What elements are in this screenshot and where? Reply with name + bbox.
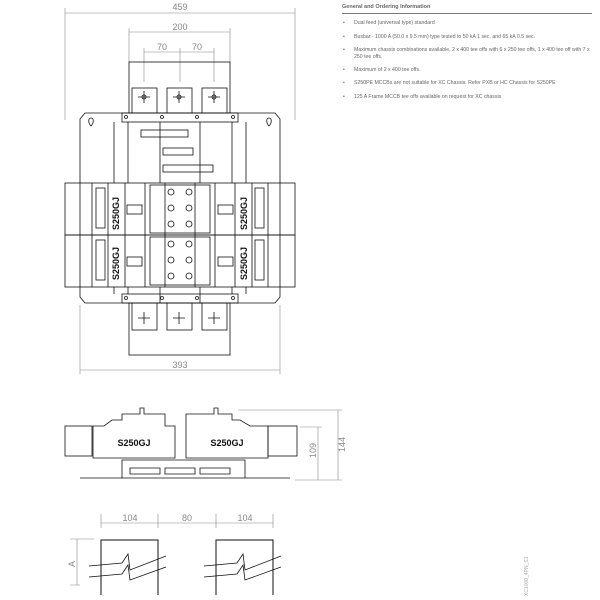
chassis-rails: [113, 122, 247, 303]
side-breaker-2: [185, 407, 269, 459]
info-item: Dual feed (universal type) standard: [342, 20, 592, 27]
busbar-top: [121, 112, 239, 123]
top-terminals: [131, 87, 228, 114]
info-item: Maximum chassis combinations available, …: [342, 47, 592, 60]
breaker-label: S250GJ: [111, 247, 121, 280]
info-item: Maximum of 2 x 400 tee offs.: [342, 67, 592, 74]
bottom-terminal-cover: [128, 302, 231, 356]
info-item: Busbar - 1000 A (50.0 x 9.5 mm) type tes…: [342, 34, 592, 41]
plan-view: 459 200 70 70 393: [64, 2, 296, 374]
right-end-block: [267, 425, 298, 457]
info-item: 125 A Frame MCCB tee offs available on r…: [342, 94, 592, 101]
breaker-label: S250GJ: [239, 197, 249, 230]
side-dimensions: [238, 409, 342, 481]
breaker-label: S250GJ: [111, 197, 121, 230]
left-end-block: [64, 425, 93, 457]
phase-links: [140, 129, 214, 173]
info-heading: General and Ordering Information: [342, 4, 592, 15]
cutout-dimensions: [70, 514, 274, 586]
cutout-view: 104 80 104 A: [67, 513, 282, 595]
side-breaker-label: S250GJ: [210, 438, 243, 448]
chassis-panel: [79, 112, 281, 304]
busbar-bolts: [124, 115, 235, 300]
dim-height-breaker: 109: [308, 443, 318, 458]
dim-pitch-2: 70: [192, 42, 202, 52]
drawing-reference: XC1000_4PN_S1: [524, 556, 530, 596]
dim-gap: 80: [182, 513, 192, 523]
side-view: S250GJ S250GJ 144 109: [64, 407, 347, 481]
cutout-outline: [100, 539, 274, 595]
dim-overall-width: 459: [172, 2, 187, 12]
side-breaker-label: S250GJ: [117, 438, 150, 448]
dim-pitch-1: 70: [157, 42, 167, 52]
dim-height-overall: 144: [337, 437, 347, 452]
side-breaker-1: [92, 407, 176, 459]
ordering-info: General and Ordering Information Dual fe…: [342, 4, 592, 107]
break-line: [88, 552, 282, 581]
plan-dimensions: [64, 8, 296, 374]
dim-base-width: 393: [172, 360, 187, 370]
dim-left: 104: [122, 513, 137, 523]
dim-a: A: [67, 561, 77, 567]
info-list: Dual feed (universal type) standard Busb…: [342, 20, 592, 100]
dim-terminal-span: 200: [172, 22, 187, 32]
side-base-tray: [80, 459, 290, 479]
breaker-label: S250GJ: [239, 247, 249, 280]
bottom-terminals: [131, 302, 228, 331]
dim-right: 104: [237, 513, 252, 523]
busbar-bottom: [121, 293, 239, 304]
keyhole-mount-icon: [88, 117, 272, 127]
chassis-rows: [64, 182, 296, 288]
info-item: S250PE MCCBs are not suitable for XC Cha…: [342, 80, 592, 87]
